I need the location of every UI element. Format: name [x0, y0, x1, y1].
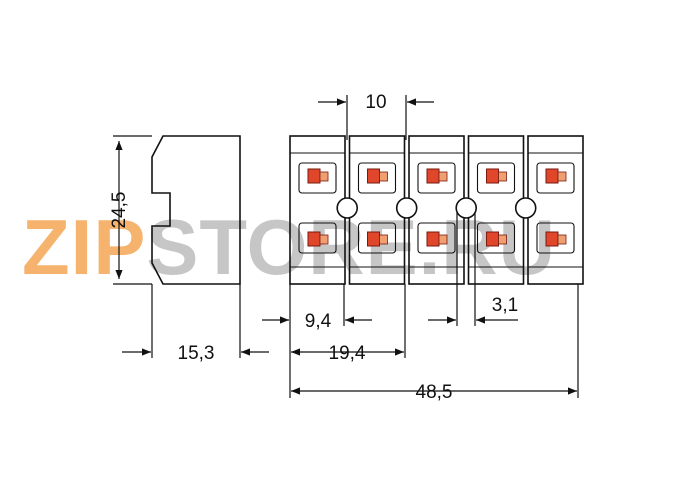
watermark-prefix: ZIP — [22, 203, 146, 291]
push-button-lower — [426, 231, 440, 247]
dim-depth: 15,3 — [178, 343, 215, 364]
dim-two-poles: 19,4 — [329, 343, 366, 364]
watermark: ZIPSTORE.RU — [22, 203, 556, 291]
dim-hole-gap: 3,1 — [492, 295, 518, 316]
push-button-upper — [367, 168, 380, 184]
push-button-lower — [486, 231, 499, 247]
push-button-lower — [545, 231, 559, 247]
pole-upper-window — [357, 162, 397, 194]
watermark-logo: ZIPSTORE.RU — [22, 203, 556, 291]
pole-lower-window — [357, 222, 397, 254]
pole-lower-window — [417, 222, 456, 254]
mounting-hole — [455, 197, 478, 219]
dimension-lines — [113, 95, 579, 398]
push-button-lower-tip — [319, 234, 329, 245]
push-button-upper — [545, 168, 559, 184]
side-view — [151, 135, 241, 285]
pole-upper-window — [476, 162, 516, 194]
mounting-hole — [336, 197, 359, 219]
push-button-upper-tip — [557, 171, 567, 182]
push-button-lower-tip — [379, 234, 388, 245]
push-button-upper-tip — [438, 171, 448, 182]
push-button-lower — [367, 231, 380, 247]
pole-upper-window — [298, 162, 337, 194]
pole-lower-window — [476, 222, 516, 254]
push-button-lower — [307, 231, 321, 247]
push-button-upper-tip — [498, 171, 507, 182]
dim-total-width: 48,5 — [416, 382, 453, 403]
pole-lower-window — [298, 222, 337, 254]
dim-pitch: 10 — [365, 92, 386, 113]
side-view-outline — [151, 135, 241, 285]
front-view — [289, 135, 584, 285]
push-button-upper — [307, 168, 321, 184]
push-button-upper — [486, 168, 499, 184]
push-button-upper-tip — [319, 171, 329, 182]
pole-lower-window — [536, 222, 575, 254]
pole-upper-window — [417, 162, 456, 194]
dim-height: 24,5 — [109, 192, 130, 229]
push-button-lower-tip — [498, 234, 507, 245]
pole-upper-window — [536, 162, 575, 194]
push-button-lower-tip — [438, 234, 448, 245]
mounting-hole — [514, 197, 537, 219]
dim-first-pole: 9,4 — [305, 311, 332, 332]
push-button-lower-tip — [557, 234, 567, 245]
mounting-hole — [395, 197, 418, 219]
push-button-upper — [426, 168, 440, 184]
push-button-upper-tip — [379, 171, 388, 182]
